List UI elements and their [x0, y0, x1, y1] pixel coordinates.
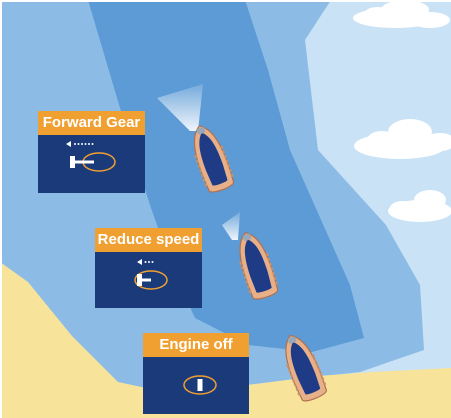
throttle-neutral-icon: [143, 357, 249, 414]
engine-off-title: Engine off: [143, 333, 249, 357]
engine-off-panel: Engine off: [143, 333, 249, 414]
forward-gear-title: Forward Gear: [38, 111, 145, 135]
forward-gear-body: [38, 135, 145, 193]
engine-off-body: [143, 357, 249, 414]
reduce-speed-body: [95, 252, 202, 308]
throttle-forward-icon: [38, 135, 145, 193]
reduce-speed-panel: Reduce speed: [95, 228, 202, 308]
reduce-speed-title: Reduce speed: [95, 228, 202, 252]
forward-gear-panel: Forward Gear: [38, 111, 145, 193]
throttle-reduced-icon: [95, 252, 202, 308]
